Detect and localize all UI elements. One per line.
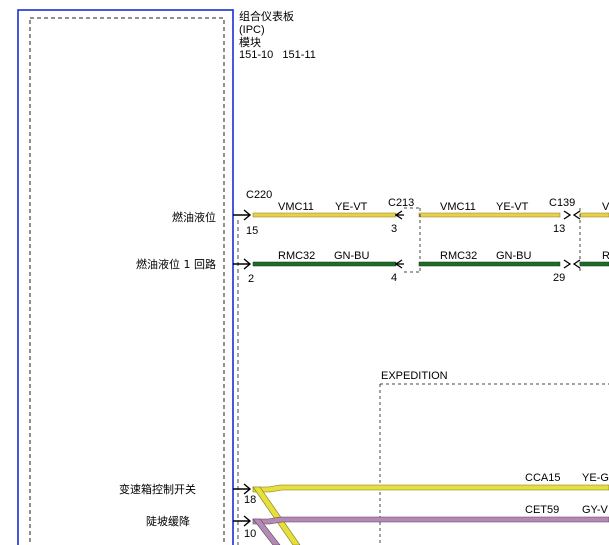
- wire-rmc32-seg3: [579, 261, 609, 267]
- wire2-circuit: RMC32: [278, 250, 315, 262]
- wire2-seg3-partial: R: [602, 250, 609, 262]
- connector-c213: C213: [388, 197, 414, 209]
- wire1-circuit: VMC11: [278, 201, 314, 213]
- module-name-line3: 模块: [239, 36, 261, 49]
- c139-pin-13: 13: [553, 223, 565, 235]
- wire-cet59: [252, 516, 609, 525]
- pin-number-10: 10: [244, 528, 256, 540]
- module-pages: 151-10 151-11: [239, 49, 316, 61]
- wire-vmc11-seg2: [418, 212, 561, 218]
- wire-cet59-branch: [252, 518, 281, 545]
- ipc-module-inner-dashed: [29, 17, 225, 545]
- lower-wire2-circuit: CET59: [525, 504, 559, 516]
- c213-pin-3: 3: [391, 223, 397, 235]
- expedition-label: EXPEDITION: [381, 370, 448, 382]
- pin-arrow-15: [233, 209, 252, 221]
- pin-number-18: 18: [244, 494, 256, 506]
- wire2-seg2-circuit: RMC32: [440, 250, 477, 262]
- wire1-seg3-partial: V: [602, 201, 609, 213]
- pin-number-2: 2: [248, 273, 254, 285]
- wire1-seg2-color: YE-VT: [496, 201, 529, 213]
- connector-c213-bracket: [404, 207, 421, 273]
- pin-label-fuel-return: 燃油液位 1 回路: [136, 257, 216, 271]
- connector-c220: C220: [246, 189, 272, 201]
- wire-rmc32-seg1: [252, 261, 397, 267]
- module-name-line2: (IPC): [239, 24, 265, 36]
- c139-pin-29: 29: [553, 272, 565, 284]
- ipc-module-box: [17, 9, 234, 545]
- pin-number-15: 15: [246, 225, 258, 237]
- pin-label-trans-switch: 变速箱控制开关: [119, 482, 196, 496]
- wire-vmc11-seg3: [579, 212, 609, 218]
- wire-cca15: [252, 484, 609, 493]
- connector-c213-arrows: [394, 210, 404, 269]
- wire-cca15-branch: [252, 486, 301, 545]
- c213-pin-4: 4: [391, 272, 397, 284]
- connector-c139: C139: [549, 197, 575, 209]
- connector-c139-arrows: [563, 210, 581, 269]
- pin-label-fuel-level: 燃油液位: [172, 210, 216, 224]
- lower-wire1-circuit: CCA15: [525, 472, 560, 484]
- pin-arrow-10: [233, 515, 252, 527]
- wire1-color: YE-VT: [335, 201, 368, 213]
- wire-vmc11-seg1: [252, 212, 397, 218]
- wire2-color: GN-BU: [334, 250, 370, 262]
- pin-arrow-2: [233, 258, 252, 270]
- lower-wire2-color: GY-V: [582, 504, 609, 516]
- pin-arrow-18: [233, 483, 252, 495]
- lower-wire1-color: YE-G: [582, 472, 609, 484]
- wire1-seg2-circuit: VMC11: [440, 201, 476, 213]
- wire-rmc32-seg2: [418, 261, 561, 267]
- module-name-line1: 组合仪表板: [239, 9, 294, 23]
- wire2-seg2-color: GN-BU: [496, 250, 532, 262]
- pin-label-hill-descent: 陡坡缓降: [146, 514, 190, 528]
